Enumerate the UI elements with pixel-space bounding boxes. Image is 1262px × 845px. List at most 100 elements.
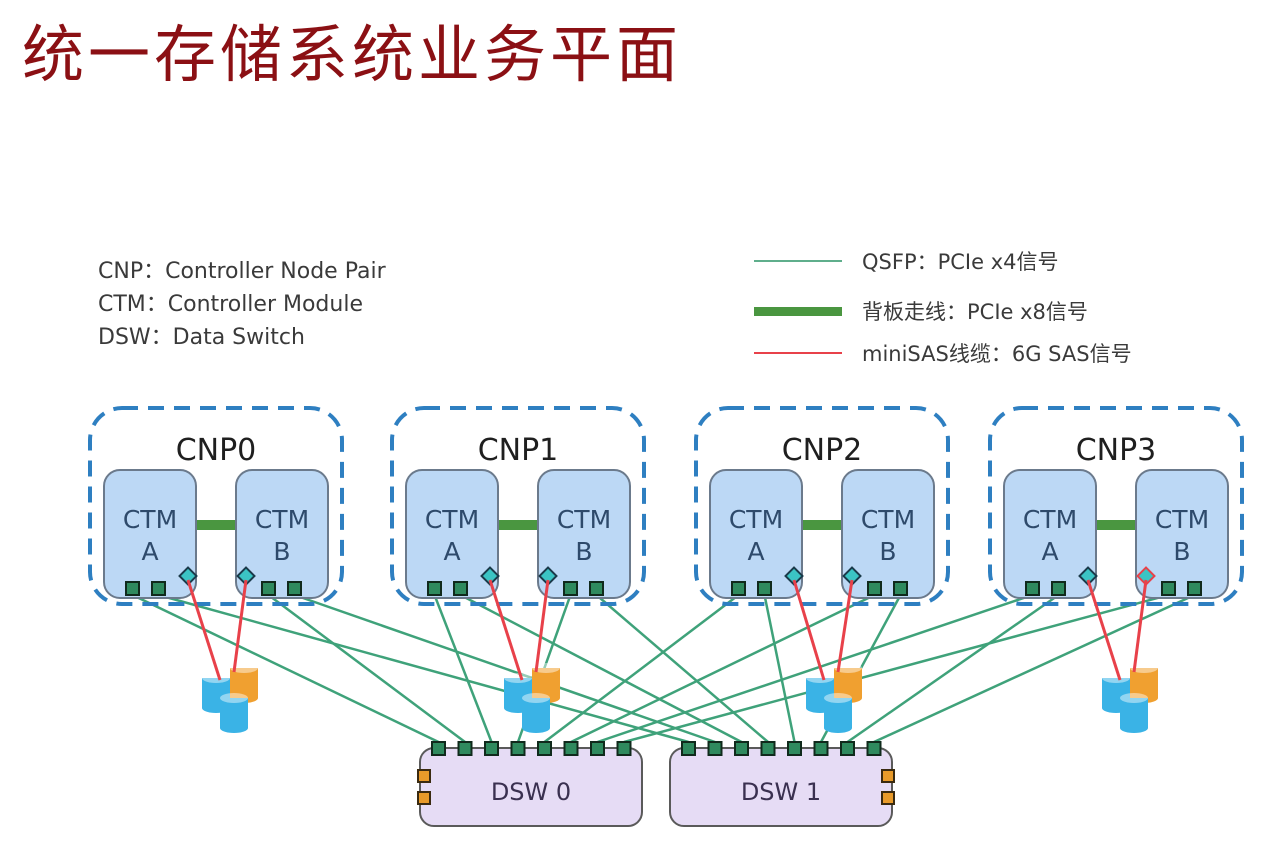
ctm-sublabel: B [1173, 537, 1190, 566]
qsfp-link [570, 593, 876, 744]
cnp-boundary [988, 406, 1244, 606]
sas-port [178, 566, 198, 586]
qsfp-port [757, 581, 772, 596]
ctm-sublabel: A [1041, 537, 1058, 566]
backplane-link [802, 520, 842, 530]
legend-backplane-label: 背板走线：PCIe x8信号 [862, 300, 1088, 324]
qsfp-link [623, 593, 1169, 744]
dsw-port [431, 741, 446, 756]
dsw-port [707, 741, 723, 756]
disk-top [1102, 673, 1130, 683]
dsw-port [866, 741, 882, 756]
dsw-port [760, 741, 776, 756]
qsfp-link [131, 593, 440, 744]
ctm-box [1135, 469, 1229, 599]
sas-cable [488, 579, 524, 681]
qsfp-port [867, 581, 882, 596]
ctm-label: CTM [1023, 505, 1077, 534]
disk-top [834, 663, 862, 673]
ctm-box [537, 469, 631, 599]
ctm-sublabel: B [575, 537, 592, 566]
dsw-port [457, 741, 473, 756]
cnp-label: CNP0 [176, 433, 257, 468]
disk-bottom [522, 723, 550, 733]
sas-port [538, 566, 558, 586]
qsfp-port [287, 581, 302, 596]
cnp-label: CNP1 [478, 433, 559, 468]
dsw-port [787, 741, 802, 756]
sas-cable [1086, 579, 1122, 681]
sas-cable [232, 579, 248, 673]
ctm-box [709, 469, 803, 599]
ctm-sublabel: B [879, 537, 896, 566]
disk-top [220, 693, 248, 703]
disk-blue-icon [1120, 693, 1148, 733]
dsw-group: DSW 0 [417, 741, 643, 827]
qsfp-link [433, 594, 493, 743]
disk-top [504, 673, 532, 683]
cnp-boundary [88, 406, 344, 606]
sas-cable [1132, 579, 1148, 673]
legend-minisas: miniSAS线缆：6G SAS信号 [754, 338, 1132, 368]
abbreviation-cnp: CNP：Controller Node Pair [98, 259, 386, 284]
disk-blue-icon [522, 693, 550, 733]
qsfp-port [151, 581, 166, 596]
disk-enclosure-icon [1102, 663, 1158, 733]
qsfp-link [595, 594, 769, 743]
disk-top [1130, 663, 1158, 673]
disk-top [1120, 693, 1148, 703]
disk-bottom [220, 723, 248, 733]
dsw-port [734, 741, 749, 756]
ctm-box [103, 469, 197, 599]
dsw-label: DSW 1 [741, 778, 821, 806]
sas-port [784, 566, 804, 586]
qsfp-port [125, 581, 140, 596]
backplane-link [498, 520, 538, 530]
ctm-label: CTM [861, 505, 915, 534]
disk-top [806, 673, 834, 683]
qsfp-port [731, 581, 746, 596]
qsfp-link [597, 593, 1033, 744]
dsw-group: DSW 1 [669, 741, 895, 827]
dsw-port [840, 741, 855, 756]
ctm-label: CTM [729, 505, 783, 534]
dsw-port [681, 741, 696, 756]
dsw-port [813, 741, 829, 756]
ctm-box [1003, 469, 1097, 599]
disk-top [532, 663, 560, 673]
qsfp-link [158, 593, 689, 744]
sas-cable [792, 579, 826, 681]
cnp-label: CNP2 [782, 433, 863, 468]
sas-cable [534, 579, 550, 673]
disk-top [202, 673, 230, 683]
legend-backplane-swatch [754, 306, 842, 316]
dsw-side-port [417, 791, 431, 805]
qsfp-port [563, 581, 578, 596]
dsw-box [669, 747, 893, 827]
ctm-label: CTM [1155, 505, 1209, 534]
sas-port [1078, 566, 1098, 586]
ctm-b-module: CTM B [841, 469, 935, 599]
legend-qsfp-swatch [754, 260, 842, 262]
sas-port [480, 566, 500, 586]
qsfp-port [261, 581, 276, 596]
sas-port [1136, 566, 1156, 586]
backplane-link [1096, 520, 1136, 530]
ctm-b-module: CTM B [1135, 469, 1229, 599]
dsw-side-port [881, 791, 895, 805]
legend-minisas-label: miniSAS线缆：6G SAS信号 [862, 342, 1132, 366]
qsfp-port [589, 581, 604, 596]
dsw-port [590, 741, 605, 756]
qsfp-port [1161, 581, 1176, 596]
ctm-label: CTM [255, 505, 309, 534]
disk-enclosure-icon [202, 663, 258, 733]
ctm-box [405, 469, 499, 599]
qsfp-link [543, 594, 740, 743]
qsfp-port [427, 581, 442, 596]
ctm-sublabel: A [141, 537, 158, 566]
abbreviation-dsw: DSW：Data Switch [98, 325, 305, 350]
